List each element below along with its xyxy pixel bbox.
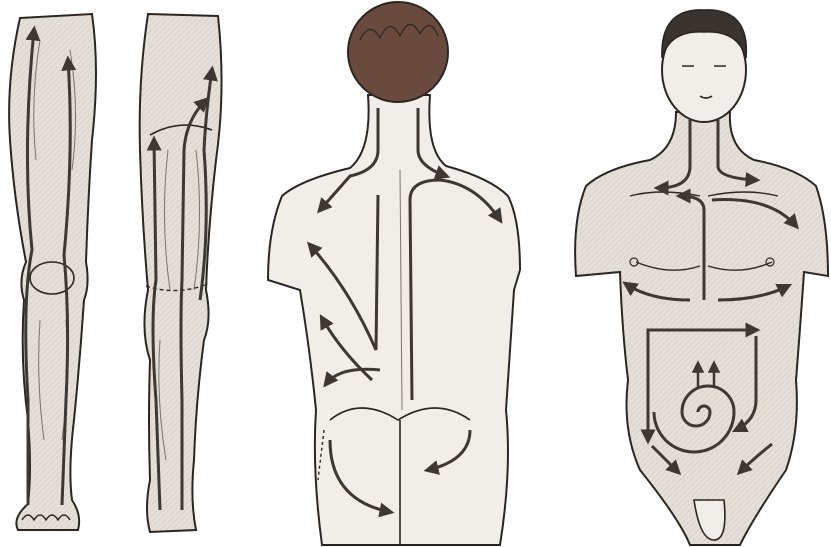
leg-front-outline (9, 14, 96, 530)
leg-back-figure (140, 14, 222, 532)
torso-back-figure (268, 2, 520, 545)
leg-front-figure (9, 14, 96, 530)
head-back (348, 2, 448, 102)
torso-front-figure (575, 10, 828, 545)
back-body-outline (268, 95, 520, 545)
